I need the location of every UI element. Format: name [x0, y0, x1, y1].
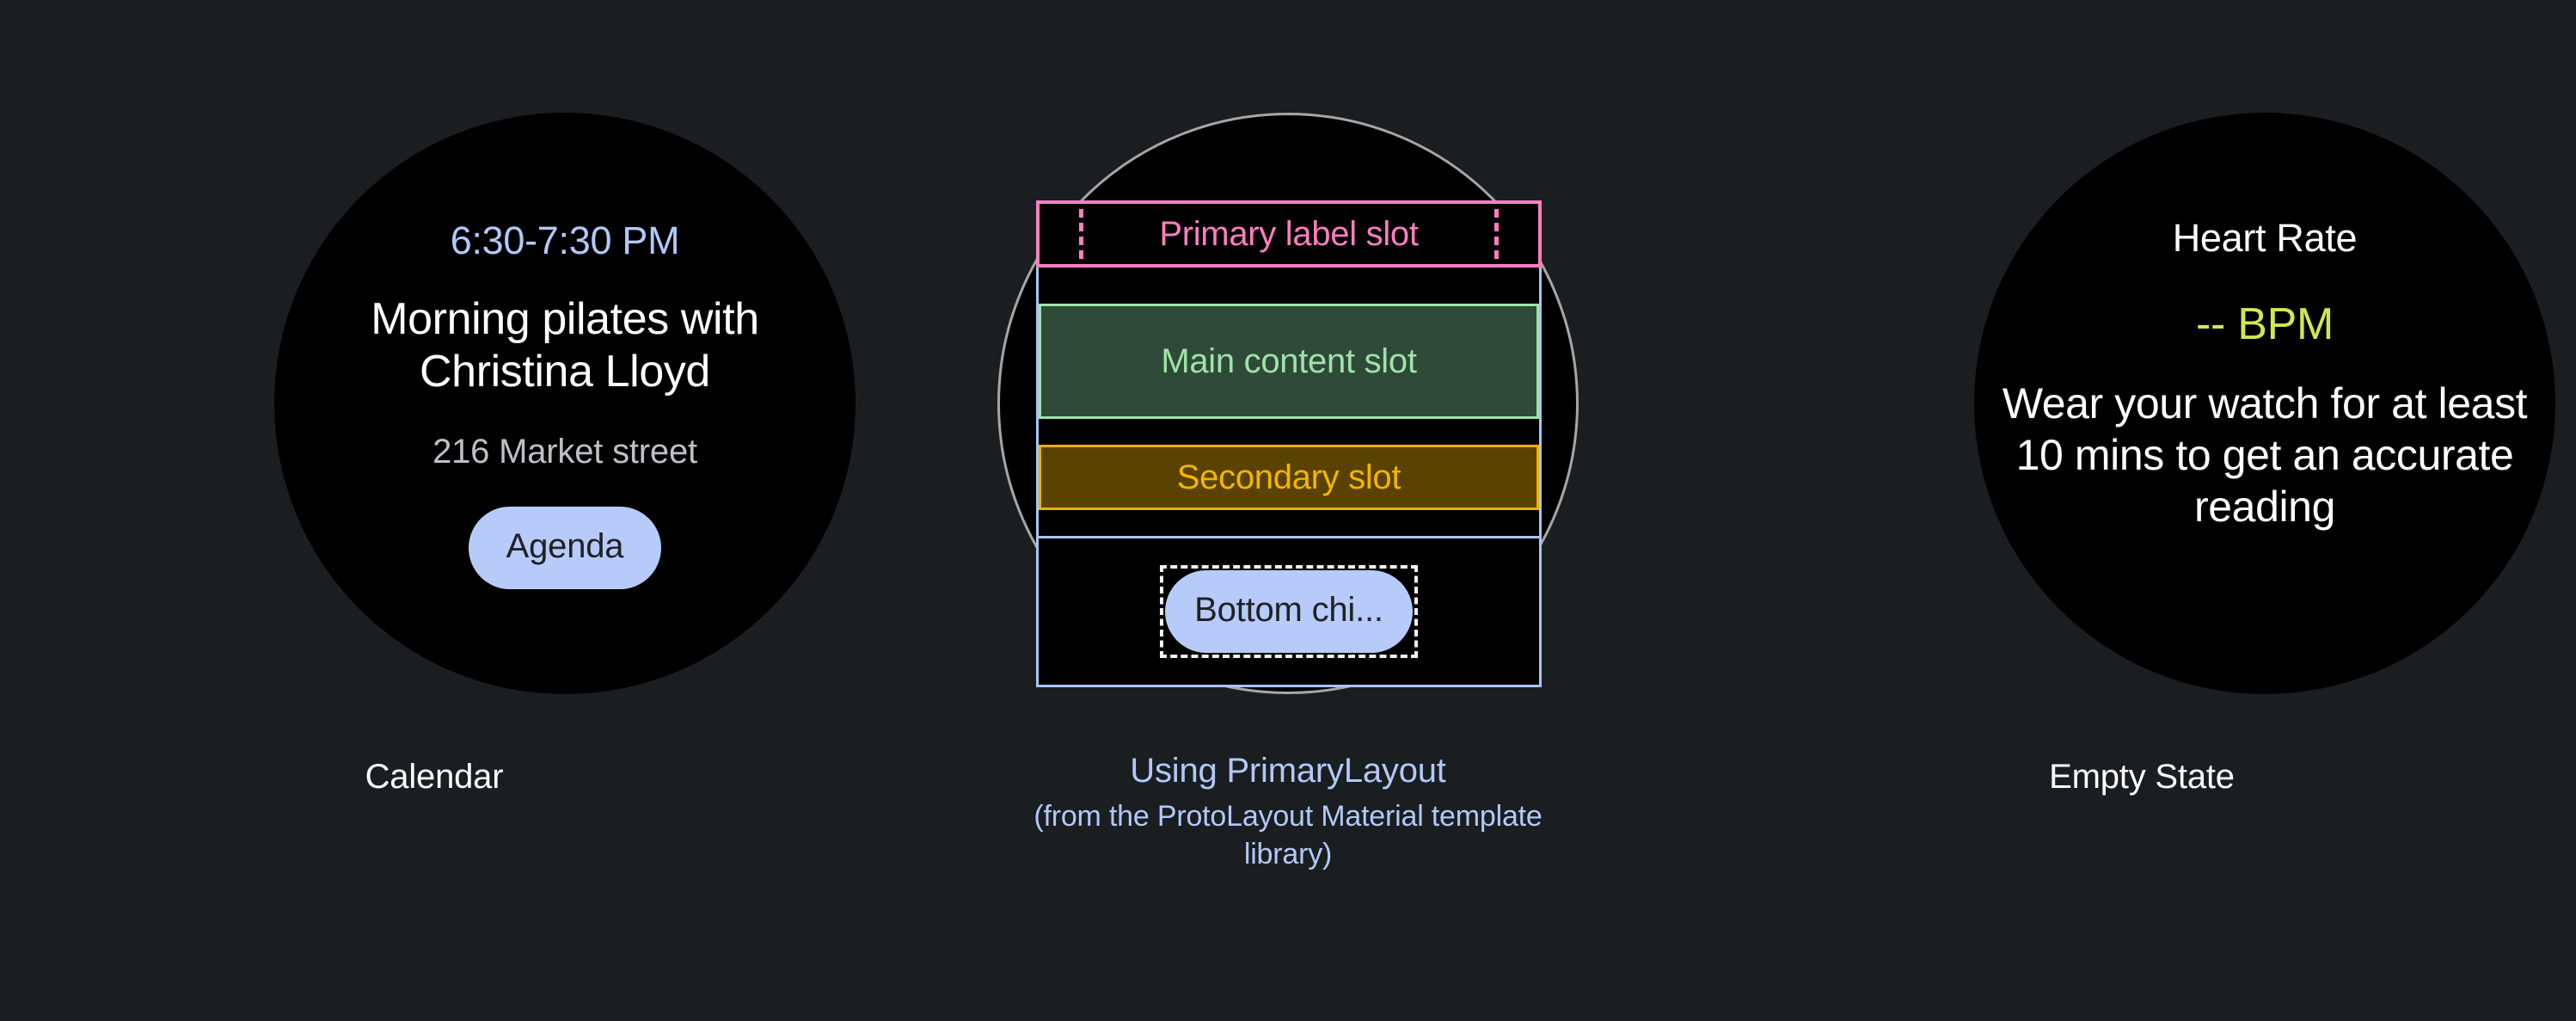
primary-label-slot[interactable]: Primary label slot — [1036, 200, 1542, 268]
heart-rate-title: Heart Rate — [2172, 216, 2358, 260]
calendar-watch-face: 6:30-7:30 PM Morning pilates with Christ… — [274, 113, 856, 694]
margin-guide-left-icon — [1079, 209, 1083, 259]
main-content-slot[interactable]: Main content slot — [1039, 304, 1539, 419]
spacer-after-secondary — [1039, 510, 1539, 536]
agenda-chip-button[interactable]: Agenda — [468, 506, 662, 589]
main-content-slot-label: Main content slot — [1161, 342, 1417, 380]
heart-rate-hint: Wear your watch for at least 10 mins to … — [2002, 378, 2528, 531]
primary-layout-container: Primary label slot Main content slot Sec… — [1036, 200, 1542, 687]
bottom-chip-dashed-outline: Bottom chi... — [1160, 565, 1418, 658]
spacer-after-primary-label — [1039, 268, 1539, 304]
event-location: 216 Market street — [432, 432, 697, 471]
secondary-slot-label: Secondary slot — [1176, 458, 1401, 496]
primary-layout-caption: Using PrimaryLayout (from the ProtoLayou… — [868, 751, 1708, 873]
primary-layout-caption-title: Using PrimaryLayout — [1130, 752, 1446, 790]
margin-guide-right-icon — [1494, 209, 1499, 259]
primary-layout-caption-subtitle: (from the ProtoLayout Material template … — [1033, 800, 1543, 870]
spacer-after-main-content — [1039, 419, 1539, 445]
secondary-slot[interactable]: Secondary slot — [1039, 445, 1539, 510]
primary-label-slot-label: Primary label slot — [1159, 215, 1419, 253]
empty-state-caption: Empty State — [2049, 758, 2235, 796]
calendar-caption: Calendar — [365, 758, 504, 796]
bottom-chip-button[interactable]: Bottom chi... — [1165, 570, 1413, 653]
heart-rate-value: -- BPM — [2196, 299, 2334, 350]
empty-state-watch-face: Heart Rate -- BPM Wear your watch for at… — [1974, 113, 2555, 694]
bottom-chip-slot[interactable]: Bottom chi... — [1039, 536, 1539, 685]
primary-layout-example-column: Primary label slot Main content slot Sec… — [868, 0, 1708, 1021]
empty-state-example-column: Heart Rate -- BPM Wear your watch for at… — [1708, 0, 2576, 1021]
event-title: Morning pilates with Christina Lloyd — [371, 294, 759, 397]
event-time-range: 6:30-7:30 PM — [450, 218, 680, 262]
calendar-example-column: 6:30-7:30 PM Morning pilates with Christ… — [0, 0, 868, 1021]
